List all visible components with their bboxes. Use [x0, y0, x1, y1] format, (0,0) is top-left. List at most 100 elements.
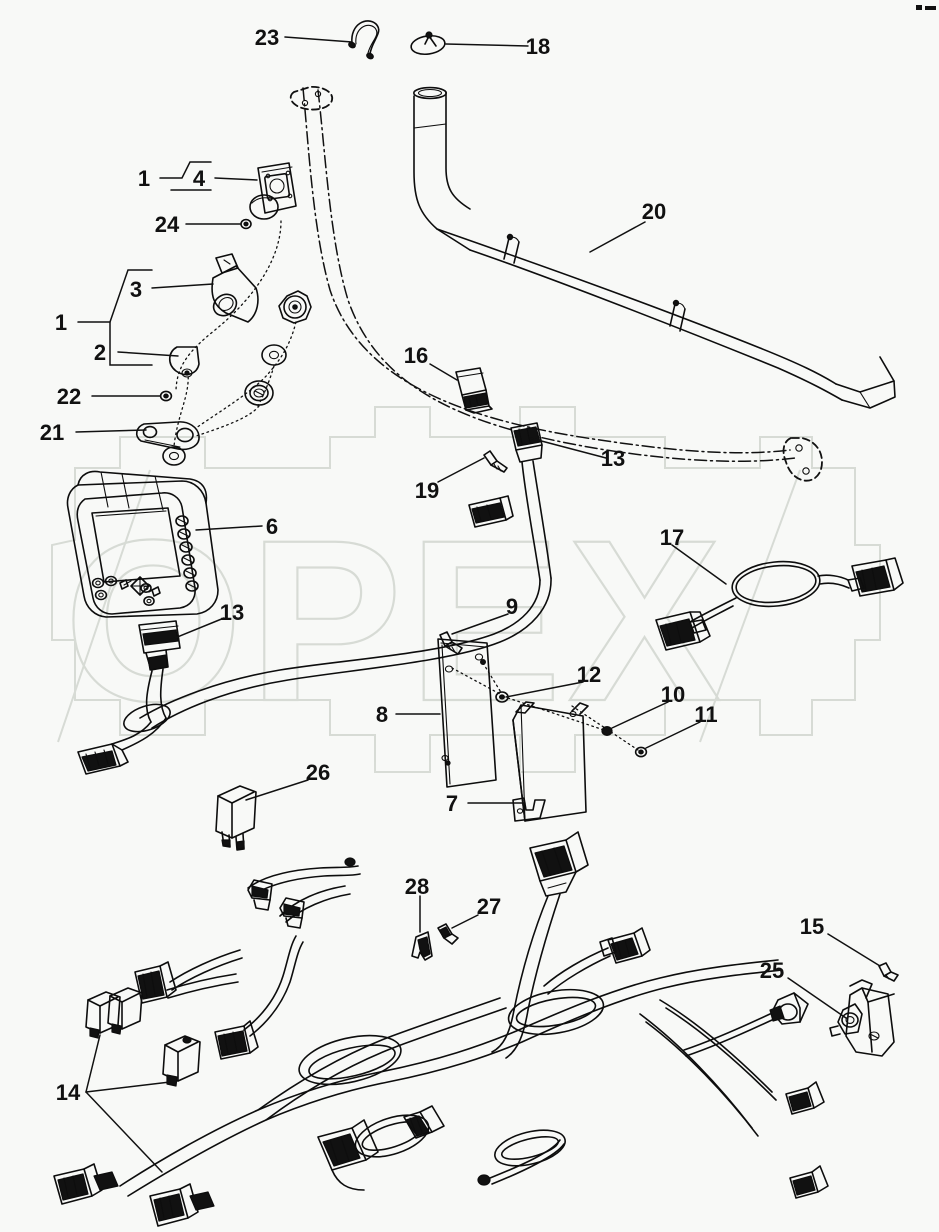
leader-3 — [151, 283, 214, 289]
callout-8: 8 — [376, 702, 388, 727]
leader-19 — [437, 457, 485, 483]
part-16-connector-cap — [455, 367, 493, 414]
harness-end-connector-1 — [53, 1163, 119, 1205]
callout-18: 18 — [526, 34, 550, 59]
harness-connector-upper-right — [543, 927, 651, 995]
part-6-monitor-display-unit — [66, 470, 219, 618]
harness-clip-2 — [279, 897, 305, 929]
leader-1b-2 — [109, 321, 153, 366]
part-26-relay-unit — [215, 785, 257, 851]
leader-17 — [671, 544, 727, 585]
leader-9 — [451, 613, 509, 635]
leader-13a — [529, 437, 607, 459]
leader-1b — [77, 269, 153, 323]
part-3-clamp-tube-sleeve — [211, 253, 259, 323]
leader-lines — [75, 36, 881, 1173]
callout-1-lower: 1 — [55, 310, 67, 335]
part-10-washer-small — [601, 725, 613, 736]
leader-4 — [214, 177, 258, 181]
harness-connector-mid-right — [599, 937, 617, 957]
part-4-mounting-plate-knob — [249, 162, 297, 220]
callout-23: 23 — [255, 25, 279, 50]
callout-28: 28 — [405, 874, 429, 899]
part-13-upper-harness — [139, 422, 552, 729]
leader-21 — [75, 429, 147, 433]
leader-14b — [85, 1081, 171, 1093]
pipe-clamp-1 — [503, 233, 520, 264]
front-buttons[interactable] — [91, 575, 118, 601]
part-21-link-arm-bracket — [135, 421, 200, 451]
callout-10: 10 — [661, 682, 685, 707]
harness-connector-top-center — [491, 831, 589, 1059]
alignment-dots — [173, 220, 297, 447]
callout-1-upper: 1 — [138, 166, 150, 191]
callout-6: 6 — [266, 514, 278, 539]
callout-20: 20 — [642, 199, 666, 224]
callout-24: 24 — [155, 212, 180, 237]
leader-6 — [195, 525, 263, 531]
leader-10 — [611, 701, 669, 729]
bushing-spacer — [244, 380, 274, 406]
part-13-display-harness — [77, 620, 181, 775]
callout-14: 14 — [56, 1080, 81, 1105]
callout-9: 9 — [506, 594, 518, 619]
part-18-hose-clamp-ring — [410, 31, 446, 56]
leader-2 — [117, 351, 179, 357]
harness-end-connector-2 — [149, 1183, 215, 1227]
leader-27 — [451, 914, 479, 929]
part-24-small-nut — [240, 218, 252, 230]
watermark-slash-2 — [699, 469, 801, 743]
callout-17: 17 — [660, 525, 684, 550]
leader-15 — [827, 933, 881, 967]
leader-26 — [245, 779, 309, 801]
harness-connector-bottom-center — [317, 1119, 379, 1191]
knob-handwheel — [278, 290, 312, 324]
leader-1a — [159, 161, 212, 179]
leader-14 — [85, 1034, 101, 1093]
pipe-clamp-2 — [669, 299, 686, 332]
part-14-relay-b — [107, 987, 143, 1035]
leader-23 — [284, 36, 353, 43]
softkey-column[interactable] — [175, 515, 199, 592]
watermark-slash-1 — [57, 469, 151, 743]
leader-12 — [505, 681, 584, 698]
part-14-relay-c — [162, 1035, 201, 1087]
leader-13b — [169, 617, 225, 641]
part-23-u-bolt-clip — [348, 20, 380, 60]
leader-14c — [85, 1091, 163, 1173]
ring-terminal — [477, 1139, 565, 1186]
leader-16 — [429, 363, 458, 381]
part-25-switch-sensor-body — [829, 979, 895, 1057]
washer-flat — [261, 344, 287, 366]
watermark-gear-outline — [51, 406, 881, 773]
callout-4: 4 — [193, 166, 206, 191]
callout-11: 11 — [694, 702, 717, 727]
bullet-connector-1 — [785, 1081, 825, 1115]
part-27-bolt-fastener — [437, 923, 459, 945]
bullet-connector-2 — [789, 1165, 829, 1199]
leader-18 — [445, 43, 529, 47]
callout-16: 16 — [404, 343, 428, 368]
part-9-mounting-screw — [439, 631, 463, 655]
main-wiring-harness — [53, 831, 829, 1227]
callout-19: 19 — [415, 478, 439, 503]
callout-21: 21 — [40, 420, 64, 445]
phantom-assembly-lines — [289, 86, 823, 482]
leader-11 — [645, 721, 701, 749]
part-28-clip-bracket — [411, 931, 433, 961]
callout-13-upper: 13 — [601, 446, 625, 471]
callout-25: 25 — [760, 958, 784, 983]
corner-artifact — [916, 5, 936, 10]
part-20-exhaust-pipe-stack — [412, 86, 896, 409]
callout-26: 26 — [306, 760, 330, 785]
leader-25 — [787, 977, 847, 1019]
bushing-under-link — [162, 446, 186, 466]
harness-clip-1 — [247, 879, 273, 911]
callout-7: 7 — [446, 791, 458, 816]
part-7-electronic-control-module — [512, 701, 589, 822]
callout-22: 22 — [57, 384, 81, 409]
callout-3: 3 — [130, 277, 142, 302]
callout-15: 15 — [800, 914, 824, 939]
